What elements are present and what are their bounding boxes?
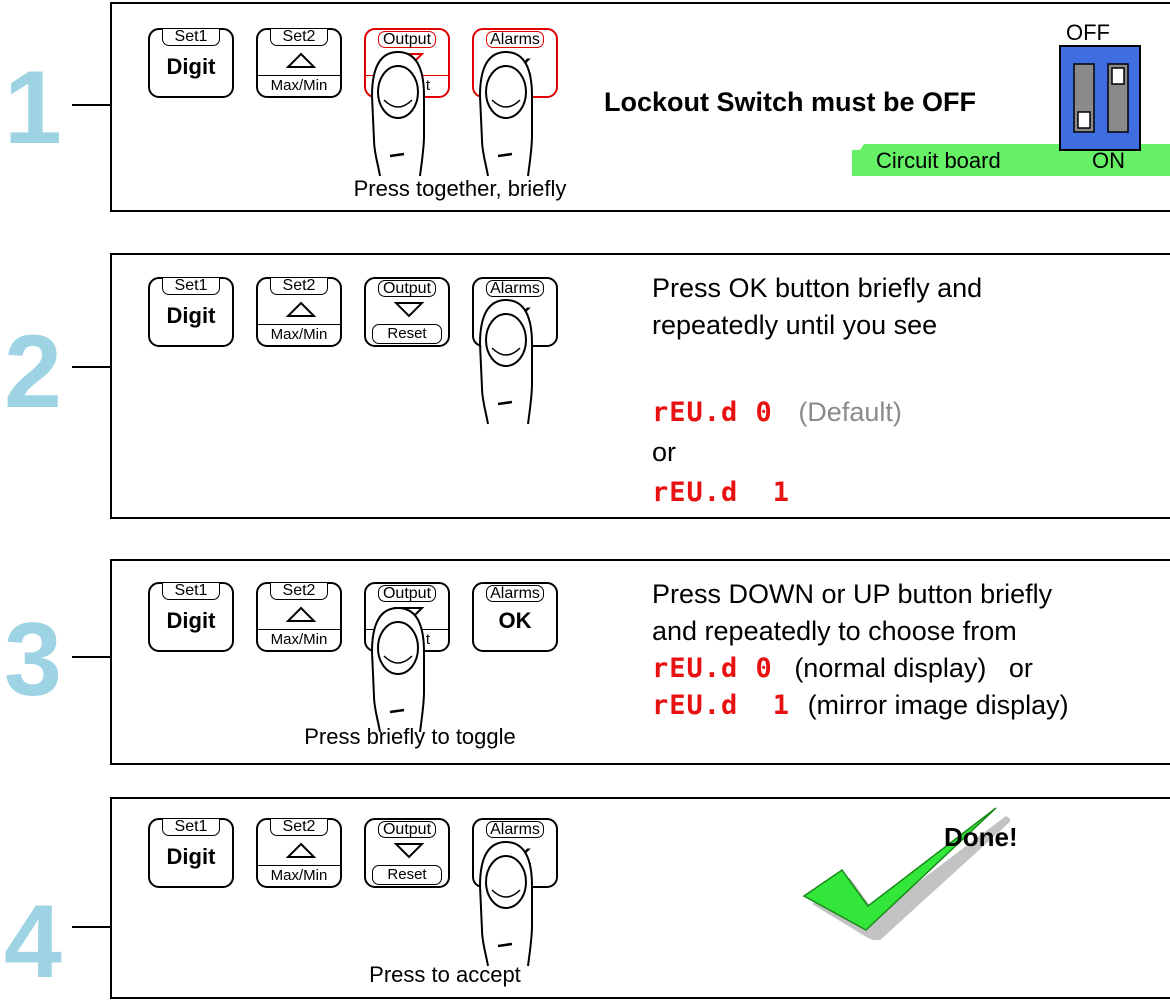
step-connector xyxy=(72,926,110,928)
button-bottom-label: Max/Min xyxy=(258,629,340,650)
button-bottom-label: Reset xyxy=(372,865,442,885)
button-bottom-label: Max/Min xyxy=(258,75,340,96)
button-top-label: Set1 xyxy=(162,29,220,46)
instruction-line: repeatedly until you see xyxy=(652,310,938,340)
button-top-label: Set2 xyxy=(270,29,328,46)
button-main-label: OK xyxy=(498,608,532,633)
switch-off-label: OFF xyxy=(1066,20,1110,45)
finger-press-icon xyxy=(478,298,534,426)
set1-digit-button[interactable]: Set1 Digit xyxy=(148,582,234,652)
step-2-box xyxy=(110,253,1170,519)
checkmark-icon xyxy=(802,807,1010,940)
button-top-label: Alarms xyxy=(486,821,544,838)
button-main-label: Digit xyxy=(166,608,216,633)
button-bottom-label: Max/Min xyxy=(258,324,340,345)
step-2-instruction: Press OK button briefly and repeatedly u… xyxy=(652,270,982,344)
button-top-label: Set2 xyxy=(270,278,328,295)
step-caption: Press to accept xyxy=(369,962,521,987)
button-top-label: Output xyxy=(378,821,436,838)
display-option-a: rEU.d 0 (normal display) or xyxy=(652,650,1069,687)
output-down-button[interactable]: Output Reset xyxy=(364,818,450,888)
circuit-board-label: Circuit board xyxy=(876,148,1001,173)
set2-up-button[interactable]: Set2 Max/Min xyxy=(256,277,342,347)
button-top-label: Set2 xyxy=(270,819,328,836)
finger-press-icon xyxy=(478,50,534,178)
button-top-label: Output xyxy=(378,585,436,602)
button-main-label: Digit xyxy=(166,54,216,79)
step-caption: Press together, briefly xyxy=(353,176,567,201)
button-top-label: Output xyxy=(378,31,436,48)
led-display-text: rEU.d 0 xyxy=(652,653,773,684)
set1-digit-button[interactable]: Set1 Digit xyxy=(148,28,234,98)
step-number: 2 xyxy=(4,314,62,430)
up-arrow-icon xyxy=(286,842,316,858)
up-arrow-icon xyxy=(286,606,316,622)
button-top-label: Alarms xyxy=(486,585,544,602)
button-main-label: Digit xyxy=(166,303,216,328)
button-bottom-label: Max/Min xyxy=(258,865,340,886)
set2-up-button[interactable]: Set2 Max/Min xyxy=(256,818,342,888)
finger-press-icon xyxy=(478,840,534,968)
button-top-label: Set1 xyxy=(162,819,220,836)
set1-digit-button[interactable]: Set1 Digit xyxy=(148,818,234,888)
alarms-ok-button[interactable]: Alarms OK xyxy=(472,582,558,652)
up-arrow-icon xyxy=(286,52,316,68)
finger-press-icon xyxy=(370,606,426,734)
instruction-line: Press OK button briefly and xyxy=(652,273,983,303)
button-top-label: Set2 xyxy=(270,583,328,600)
circuit-board-illustration xyxy=(852,45,1170,176)
led-display-text: rEU.d 0 xyxy=(652,397,773,428)
button-top-label: Set1 xyxy=(162,278,220,295)
led-display-text: rEU.d 1 xyxy=(652,477,791,508)
button-main-label: Digit xyxy=(166,844,216,869)
switch-on-label: ON xyxy=(1092,148,1125,173)
step-connector xyxy=(72,366,110,368)
instruction-line: Press DOWN or UP button briefly xyxy=(652,579,1053,609)
step-3-instruction: Press DOWN or UP button briefly and repe… xyxy=(652,576,1069,724)
or-text: or xyxy=(652,437,677,467)
instruction-line: and repeatedly to choose from xyxy=(652,616,1017,646)
lockout-instruction: Lockout Switch must be OFF xyxy=(604,87,977,117)
button-top-label: Set1 xyxy=(162,583,220,600)
button-bottom-label: Reset xyxy=(372,324,442,344)
button-top-label: Output xyxy=(378,280,436,297)
display-option-a: rEU.d 0 (Default) xyxy=(652,394,902,431)
button-panel: Set1 Digit Set2 Max/Min Output t Alarms … xyxy=(148,582,560,658)
button-top-label: Alarms xyxy=(486,280,544,297)
set2-up-button[interactable]: Set2 Max/Min xyxy=(256,28,342,98)
display-option-b: rEU.d 1 (mirror image display) xyxy=(652,687,1069,724)
step-number: 1 xyxy=(4,50,62,166)
output-down-button[interactable]: Output Reset xyxy=(364,277,450,347)
step-connector xyxy=(72,656,110,658)
led-display-text: rEU.d 1 xyxy=(652,690,791,721)
step-caption: Press briefly to toggle xyxy=(304,724,516,749)
button-top-label: Alarms xyxy=(486,31,544,48)
step-number: 4 xyxy=(4,884,62,1000)
down-arrow-icon xyxy=(394,843,424,859)
set1-digit-button[interactable]: Set1 Digit xyxy=(148,277,234,347)
finger-press-icon xyxy=(370,50,426,178)
display-note: (mirror image display) xyxy=(807,690,1069,720)
set2-up-button[interactable]: Set2 Max/Min xyxy=(256,582,342,652)
display-note: (normal display) or xyxy=(794,653,1033,683)
display-option-b: rEU.d 1 xyxy=(652,474,790,511)
up-arrow-icon xyxy=(286,301,316,317)
done-label: Done! xyxy=(944,822,1018,852)
step-connector xyxy=(72,104,110,106)
step-number: 3 xyxy=(4,602,62,718)
default-note: (Default) xyxy=(798,397,902,427)
down-arrow-icon xyxy=(394,302,424,318)
